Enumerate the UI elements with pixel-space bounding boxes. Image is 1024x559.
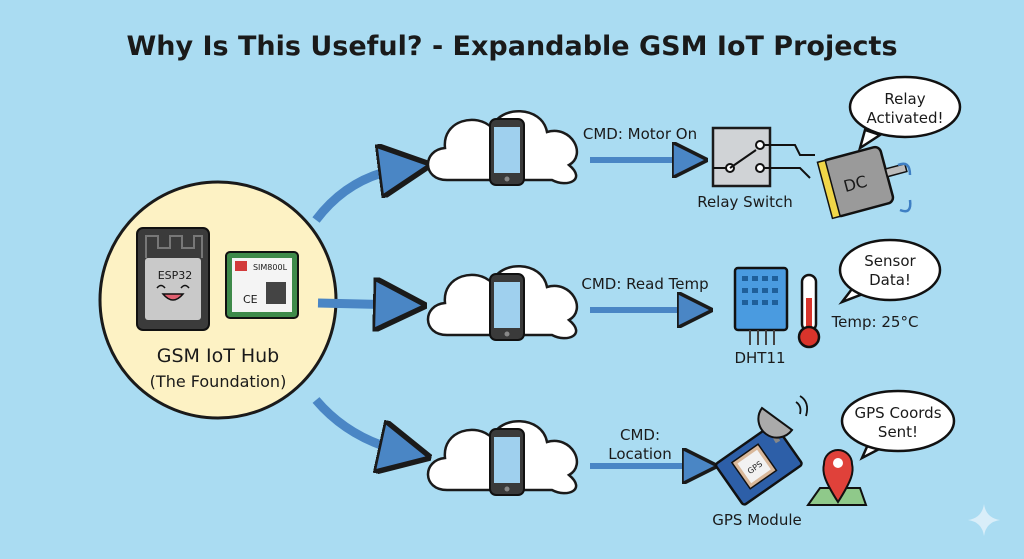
cloud-phone-icon bbox=[426, 264, 579, 341]
relay-switch-icon bbox=[711, 126, 815, 188]
command-read-temp: CMD: Read Temp bbox=[581, 275, 708, 293]
sparkle-icon bbox=[968, 504, 1000, 536]
relay-switch-label: Relay Switch bbox=[697, 193, 793, 211]
page-title: Why Is This Useful? - Expandable GSM IoT… bbox=[126, 31, 897, 62]
dht11-label: DHT11 bbox=[734, 349, 785, 367]
gsm-iot-hub: ESP32 SIM800L CE GSM IoT Hub (The Founda… bbox=[98, 180, 338, 420]
speech-bubble-gps: GPS Coords Sent! bbox=[840, 389, 956, 461]
thermometer-icon bbox=[797, 273, 821, 349]
sim800l-chip-icon: SIM800L CE bbox=[225, 251, 299, 319]
arrow-to-temp-row bbox=[317, 303, 400, 305]
dht11-sensor-icon bbox=[733, 266, 789, 345]
gps-module-label: GPS Module bbox=[712, 511, 802, 529]
bubble-text: Data! bbox=[869, 271, 911, 289]
speech-bubble-sensor: Sensor Data! bbox=[838, 238, 942, 305]
cloud-phone-icon bbox=[426, 109, 579, 186]
hub-title: GSM IoT Hub bbox=[157, 345, 279, 367]
bubble-text: Relay bbox=[884, 90, 925, 108]
rotation-arrows-icon bbox=[897, 162, 912, 213]
temperature-reading: Temp: 25°C bbox=[831, 313, 919, 331]
sim800l-label: SIM800L bbox=[253, 263, 288, 272]
command-location-line1: CMD: bbox=[620, 426, 660, 444]
esp32-label: ESP32 bbox=[158, 269, 193, 282]
speech-bubble-relay: Relay Activated! bbox=[848, 75, 962, 151]
bubble-text: Activated! bbox=[866, 109, 943, 127]
arrow-to-gps-row bbox=[312, 397, 405, 452]
bubble-text: GPS Coords bbox=[854, 404, 941, 422]
dc-motor-icon: DC bbox=[816, 145, 908, 220]
command-motor-on: CMD: Motor On bbox=[583, 125, 697, 143]
cloud-phone-icon bbox=[426, 419, 579, 496]
esp32-chip-icon: ESP32 bbox=[136, 227, 210, 331]
arrow-to-motor-row bbox=[312, 168, 405, 223]
gps-module-icon: GPS bbox=[714, 395, 809, 506]
bubble-text: Sent! bbox=[878, 423, 918, 441]
ce-mark: CE bbox=[243, 293, 258, 306]
hub-subtitle: (The Foundation) bbox=[150, 372, 287, 391]
command-location-line2: Location bbox=[608, 445, 671, 463]
bubble-text: Sensor bbox=[864, 252, 916, 270]
map-pin-icon bbox=[806, 449, 868, 506]
